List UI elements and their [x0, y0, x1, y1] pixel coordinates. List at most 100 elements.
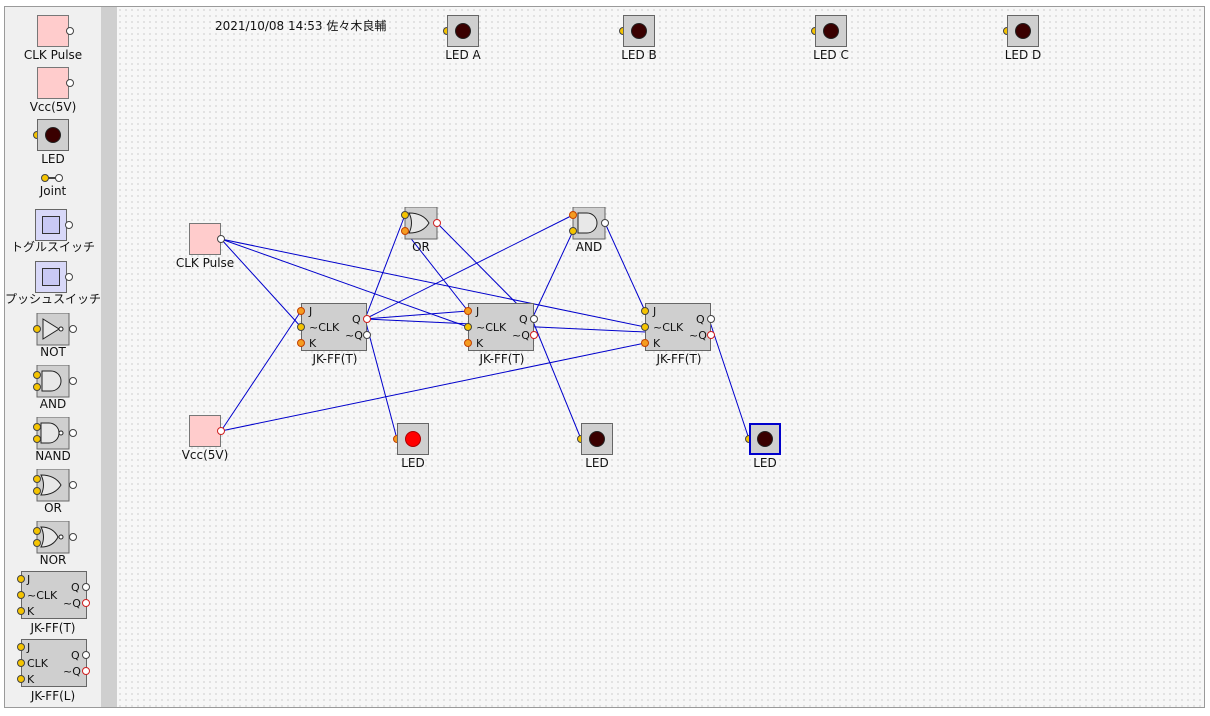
vcc-icon: [37, 67, 69, 99]
led-output-1-label: LED: [401, 456, 425, 470]
led-output-3-label: LED: [753, 456, 777, 470]
jkff-l-j-text: J: [27, 641, 31, 654]
palette-joint[interactable]: [41, 173, 69, 185]
jkff-t-nq-text: ~Q: [63, 597, 81, 610]
input-pin-icon: [17, 591, 25, 599]
input-pin-icon: [17, 607, 25, 615]
jkff-2-nq-text: ~Q: [512, 329, 530, 342]
jkff-box-icon: [301, 303, 367, 351]
nq-pin-icon: [530, 331, 538, 339]
jkff-3-clk-text: ~CLK: [653, 321, 684, 334]
led-b[interactable]: [619, 15, 659, 49]
clk-pulse-icon: [37, 15, 69, 47]
output-pin-icon: [65, 221, 73, 229]
jkff-2[interactable]: J ~CLK K Q ~Q: [464, 303, 540, 353]
clk-pin-icon: [464, 323, 472, 331]
jkff-2-k-text: K: [476, 337, 484, 350]
jkff-1-nq-text: ~Q: [345, 329, 363, 342]
jkff-1-k-text: K: [309, 337, 317, 350]
led-lamp-on-icon: [405, 431, 421, 447]
palette-clk-pulse[interactable]: [37, 15, 77, 65]
jkff-box-icon: [468, 303, 534, 351]
led-a[interactable]: [443, 15, 483, 49]
clk-pulse-component[interactable]: [189, 223, 229, 257]
and-gate-icon: [33, 365, 77, 398]
clk-pulse-icon: [189, 223, 221, 255]
palette-led[interactable]: [33, 119, 73, 153]
input-pin-icon: [17, 659, 25, 667]
palette-toggle-switch[interactable]: [35, 209, 79, 243]
jkff-1[interactable]: J ~CLK K Q ~Q: [297, 303, 373, 353]
palette-jkff-l[interactable]: J CLK K Q ~Q: [17, 639, 93, 689]
input-pin-icon: [17, 675, 25, 683]
output-pin-icon: [82, 583, 90, 591]
jkff-3-q-text: Q: [696, 313, 705, 326]
or-gate[interactable]: [401, 207, 445, 241]
palette-not[interactable]: [33, 313, 77, 347]
palette-scrollbar[interactable]: [101, 7, 117, 707]
jkff-1-clk-text: ~CLK: [309, 321, 340, 334]
q-pin-icon: [530, 315, 538, 323]
palette-and[interactable]: [33, 365, 77, 399]
jkff-t-box-icon: [21, 571, 87, 619]
led-lamp-icon: [1015, 23, 1031, 39]
clk-pin-icon: [641, 323, 649, 331]
led-lamp-icon: [589, 431, 605, 447]
palette-nor-label: NOR: [39, 553, 67, 567]
palette-led-label: LED: [41, 152, 65, 166]
palette-joint-label: Joint: [39, 184, 67, 198]
led-lamp-icon: [455, 23, 471, 39]
output-pin-icon: [66, 27, 74, 35]
palette-or[interactable]: [33, 469, 77, 503]
joint-out-icon: [55, 174, 63, 182]
j-pin-icon: [297, 307, 305, 315]
palette-nand[interactable]: [33, 417, 77, 451]
input-pin-icon: [17, 643, 25, 651]
palette-jkff-l-label: JK-FF(L): [30, 689, 76, 703]
led-d[interactable]: [1003, 15, 1043, 49]
circuit-simulator-window: CLK Pulse Vcc(5V) LED Joint トグルスイッチ: [4, 6, 1205, 708]
nq-pin-icon: [707, 331, 715, 339]
jkff-l-k-text: K: [27, 673, 35, 686]
led-output-3[interactable]: [745, 423, 785, 457]
jkff-t-q-text: Q: [71, 581, 80, 594]
led-lamp-icon: [45, 127, 61, 143]
jkff-3[interactable]: J ~CLK K Q ~Q: [641, 303, 717, 353]
output-pin-icon: [82, 599, 90, 607]
palette-push-switch[interactable]: [35, 261, 79, 295]
clk-pin-icon: [297, 323, 305, 331]
timestamp-text: 2021/10/08 14:53 佐々木良輔: [215, 19, 387, 33]
vcc-label: Vcc(5V): [181, 448, 229, 462]
led-output-2[interactable]: [577, 423, 617, 457]
jkff-l-q-text: Q: [71, 649, 80, 662]
led-c[interactable]: [811, 15, 851, 49]
output-pin-icon: [66, 79, 74, 87]
palette-jkff-t[interactable]: J ~CLK K Q ~Q: [17, 571, 93, 621]
vcc-icon: [189, 415, 221, 447]
q-pin-icon: [707, 315, 715, 323]
palette-and-label: AND: [39, 397, 67, 411]
palette-or-label: OR: [44, 501, 62, 515]
jkff-l-clk-text: CLK: [27, 657, 49, 670]
palette-nor[interactable]: [33, 521, 77, 555]
and-gate-icon: [569, 207, 609, 240]
palette-toggle-switch-label: トグルスイッチ: [10, 240, 96, 254]
jkff-1-label: JK-FF(T): [312, 352, 358, 366]
led-c-label: LED C: [813, 48, 849, 62]
nor-gate-icon: [33, 521, 77, 554]
jkff-3-label: JK-FF(T): [656, 352, 702, 366]
q-pin-icon: [363, 315, 371, 323]
clk-pulse-label: CLK Pulse: [175, 256, 235, 270]
output-pin-icon: [217, 235, 225, 243]
output-pin-icon: [217, 427, 225, 435]
jkff-3-nq-text: ~Q: [689, 329, 707, 342]
jkff-l-nq-text: ~Q: [63, 665, 81, 678]
jkff-t-k-text: K: [27, 605, 35, 618]
led-output-1[interactable]: [393, 423, 433, 457]
palette-vcc[interactable]: [37, 67, 77, 101]
vcc-component[interactable]: [189, 415, 229, 449]
jkff-3-k-text: K: [653, 337, 661, 350]
palette-vcc-label: Vcc(5V): [29, 100, 77, 114]
and-gate[interactable]: [569, 207, 613, 241]
led-d-label: LED D: [1004, 48, 1042, 62]
